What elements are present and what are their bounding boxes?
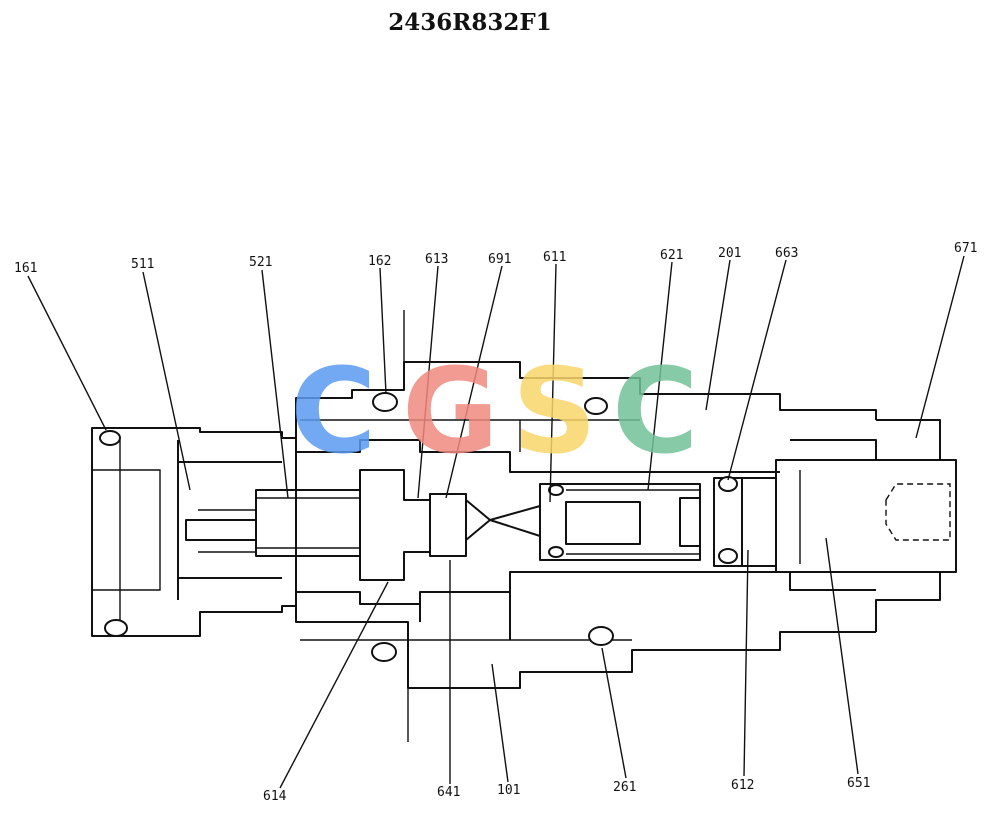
o-ring-611-top — [548, 484, 564, 496]
label-511: 511 — [131, 257, 154, 272]
part-labels: 161 511 521 162 613 691 611 621 201 663 … — [14, 241, 977, 804]
label-641: 641 — [437, 785, 460, 800]
watermark-letter-c2: C — [612, 342, 699, 480]
o-rings — [99, 392, 738, 662]
label-101: 101 — [497, 783, 520, 798]
label-612: 612 — [731, 778, 754, 793]
o-ring-663-bottom — [718, 548, 738, 564]
label-201: 201 — [718, 246, 741, 261]
label-521: 521 — [249, 255, 272, 270]
watermark-letter-s: S — [512, 342, 597, 480]
label-261: 261 — [613, 780, 636, 795]
cgsc-watermark: C G S C — [290, 342, 699, 480]
label-614: 614 — [263, 789, 287, 804]
label-161: 161 — [14, 261, 37, 276]
label-611: 611 — [543, 250, 566, 265]
watermark-letter-g: G — [402, 342, 499, 480]
o-ring-162-right — [584, 397, 608, 415]
watermark-letter-c1: C — [290, 342, 377, 480]
o-ring-261-right — [588, 626, 614, 646]
o-ring-611-bottom — [548, 546, 564, 558]
label-691: 691 — [488, 252, 511, 267]
label-621: 621 — [660, 248, 683, 263]
label-613: 613 — [425, 252, 448, 267]
o-ring-161-bottom — [104, 619, 128, 637]
label-671: 671 — [954, 241, 977, 256]
o-ring-663-top — [718, 476, 738, 492]
o-ring-161-top — [99, 430, 121, 446]
leader-lines — [27, 255, 965, 789]
piston-assembly — [185, 419, 957, 632]
valve-body-outline — [91, 310, 877, 742]
o-ring-162-left — [372, 392, 398, 412]
o-ring-261-left — [371, 642, 397, 662]
label-663: 663 — [775, 246, 798, 261]
drawing-title: 2436R832F1 — [388, 9, 551, 36]
label-162: 162 — [368, 254, 391, 269]
label-651: 651 — [847, 776, 870, 791]
